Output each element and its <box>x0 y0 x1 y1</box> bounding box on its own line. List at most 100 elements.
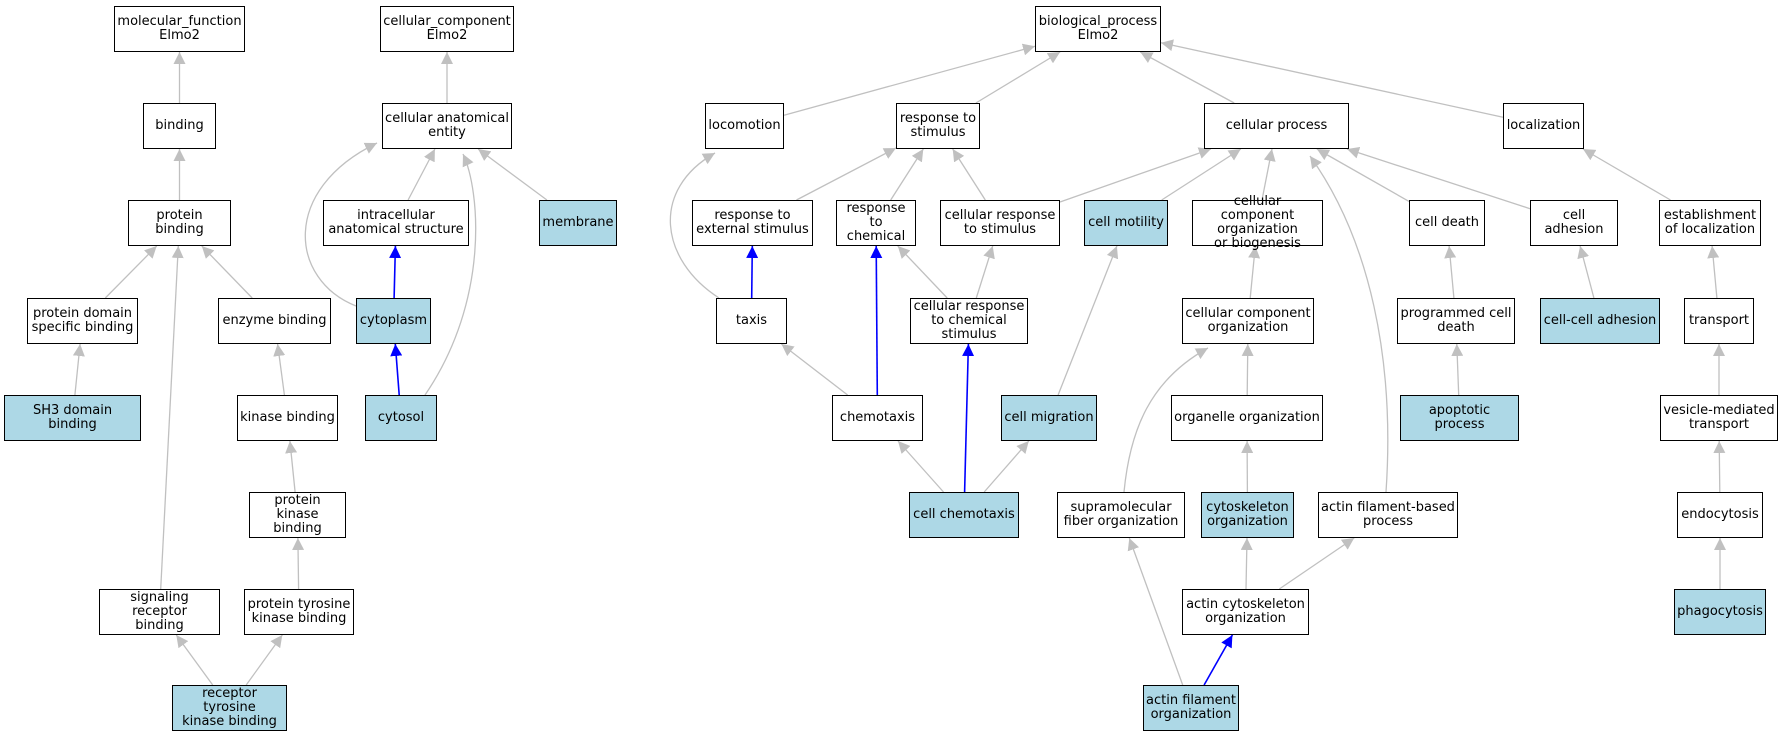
node-pcd: programmed cell death <box>1397 298 1515 344</box>
node-rts: response to stimulus <box>896 103 980 149</box>
node-mf-root: molecular_function Elmo2 <box>114 6 245 52</box>
edge-rtes-to-rts <box>796 147 897 201</box>
edge-cytosol-to-cae <box>424 153 477 396</box>
edge-chemotaxis-to-rtc <box>870 245 883 396</box>
edge-cp-to-bp_root <box>1139 51 1235 104</box>
edge-cca-to-cell_adhesion <box>1577 245 1595 299</box>
edge-transport-to-eol <box>1707 245 1720 299</box>
edge-crts-to-rts <box>952 148 986 201</box>
node-cell-motility: cell motility <box>1084 200 1168 246</box>
node-ccob: cellular component organization or bioge… <box>1192 195 1323 251</box>
edge-ccob-to-cp <box>1261 148 1276 201</box>
node-crts: cellular response to stimulus <box>940 200 1060 246</box>
node-endocytosis: endocytosis <box>1677 492 1763 538</box>
edge-cell_chemotaxis-to-chemotaxis <box>897 440 944 493</box>
node-afbp: actin filament-based process <box>1318 492 1458 538</box>
edge-sh3-to-pdsb <box>72 343 85 396</box>
node-cae: cellular anatomical entity <box>382 103 512 149</box>
edge-aco-to-cyto_org <box>1240 537 1253 590</box>
edge-cytoplasm-to-ias <box>389 245 402 299</box>
node-cp: cellular process <box>1204 103 1349 149</box>
edge-taxis-to-locomotion <box>669 152 720 299</box>
edge-crtcs-to-crts <box>975 245 995 299</box>
edge-cell_motility-to-cp <box>1161 148 1242 201</box>
edge-crtcs-to-rtc <box>897 245 948 299</box>
edge-aco-to-afbp <box>1278 537 1355 590</box>
node-pdsb: protein domain specific binding <box>27 298 138 344</box>
node-cyto-org: cytoskeleton organization <box>1201 492 1294 538</box>
node-sh3: SH3 domain binding <box>4 395 141 441</box>
node-cytosol: cytosol <box>365 395 437 441</box>
node-phagocytosis: phagocytosis <box>1674 589 1766 635</box>
node-rtes: response to external stimulus <box>692 200 813 246</box>
node-cell-death: cell death <box>1409 200 1485 246</box>
edge-rtkb-to-ptkb <box>245 634 283 686</box>
edge-chemotaxis-to-taxis <box>781 343 848 396</box>
edge-cell_migration-to-cell_motility <box>1057 245 1119 396</box>
edge-eol-to-localization <box>1582 148 1671 201</box>
node-protein-binding: protein binding <box>128 200 231 246</box>
node-cell-chemotaxis: cell chemotaxis <box>909 492 1019 538</box>
node-pkb: protein kinase binding <box>249 492 346 538</box>
node-cell-adhesion: cell adhesion <box>1530 200 1618 246</box>
edge-afo-to-aco <box>1203 634 1234 686</box>
edge-afo-to-sfo <box>1127 537 1184 686</box>
edge-apoptotic-to-pcd <box>1451 343 1464 396</box>
edge-pdsb-to-protein_binding <box>104 245 158 299</box>
edge-ptkb-to-pkb <box>292 537 305 590</box>
edge-crts-to-cp <box>1059 147 1212 203</box>
node-kinase-binding: kinase binding <box>237 395 338 441</box>
edge-cell_chemotaxis-to-crtcs <box>962 343 975 493</box>
edge-sfo-to-cco <box>1123 347 1209 493</box>
node-enzyme-binding: enzyme binding <box>218 298 331 344</box>
edge-srb-to-protein_binding <box>160 245 184 590</box>
edge-oo-to-cco <box>1241 343 1254 396</box>
edge-cell_adhesion-to-cp <box>1346 147 1531 210</box>
node-cca: cell-cell adhesion <box>1540 298 1660 344</box>
node-cell-migration: cell migration <box>1001 395 1097 441</box>
node-taxis: taxis <box>716 298 787 344</box>
edge-cell_chemotaxis-to-cell_migration <box>983 440 1030 493</box>
edge-afbp-to-cp <box>1309 155 1389 493</box>
node-afo: actin filament organization <box>1143 685 1239 731</box>
edge-localization-to-bp_root <box>1160 39 1504 118</box>
edge-rtc-to-rts <box>890 148 924 201</box>
node-rtkb: receptor tyrosine kinase binding <box>172 685 287 731</box>
edge-cytosol-to-cytoplasm <box>390 343 403 396</box>
edge-locomotion-to-bp_root <box>783 43 1036 116</box>
node-srb: signaling receptor binding <box>99 589 220 635</box>
node-crtcs: cellular response to chemical stimulus <box>910 298 1028 344</box>
edge-pcd-to-cell_death <box>1444 245 1457 299</box>
edge-pkb-to-kinase_binding <box>285 440 298 493</box>
edge-enzyme_binding-to-protein_binding <box>201 245 253 299</box>
node-cytoplasm: cytoplasm <box>356 298 431 344</box>
node-membrane: membrane <box>539 200 617 246</box>
node-sfo: supramolecular fiber organization <box>1057 492 1185 538</box>
node-apoptotic: apoptotic process <box>1400 395 1519 441</box>
node-oo: organelle organization <box>1171 395 1323 441</box>
edge-rtkb-to-srb <box>175 634 214 686</box>
node-transport: transport <box>1684 298 1754 344</box>
node-ias: intracellular anatomical structure <box>323 200 469 246</box>
node-localization: localization <box>1503 103 1584 149</box>
edge-endocytosis-to-vmt <box>1713 440 1726 493</box>
node-cc-root: cellular_component Elmo2 <box>380 6 514 52</box>
edge-cell_death-to-cp <box>1316 148 1410 202</box>
node-locomotion: locomotion <box>705 103 784 149</box>
node-binding: binding <box>143 103 216 149</box>
node-aco: actin cytoskeleton organization <box>1182 589 1309 635</box>
node-bp-root: biological_process Elmo2 <box>1035 6 1161 52</box>
edge-membrane-to-cae <box>477 148 548 201</box>
edge-cco-to-ccob <box>1248 245 1261 299</box>
node-cco: cellular component organization <box>1182 298 1314 344</box>
node-eol: establishment of localization <box>1659 200 1761 246</box>
edge-rts-to-bp_root <box>975 51 1061 104</box>
edge-cytoplasm-to-cae <box>304 142 378 307</box>
edge-ias-to-cae <box>407 148 436 201</box>
node-ptkb: protein tyrosine kinase binding <box>244 589 354 635</box>
node-vmt: vesicle-mediated transport <box>1660 395 1778 441</box>
edge-taxis-to-rtes <box>746 245 759 299</box>
node-rtc: response to chemical <box>836 200 916 246</box>
